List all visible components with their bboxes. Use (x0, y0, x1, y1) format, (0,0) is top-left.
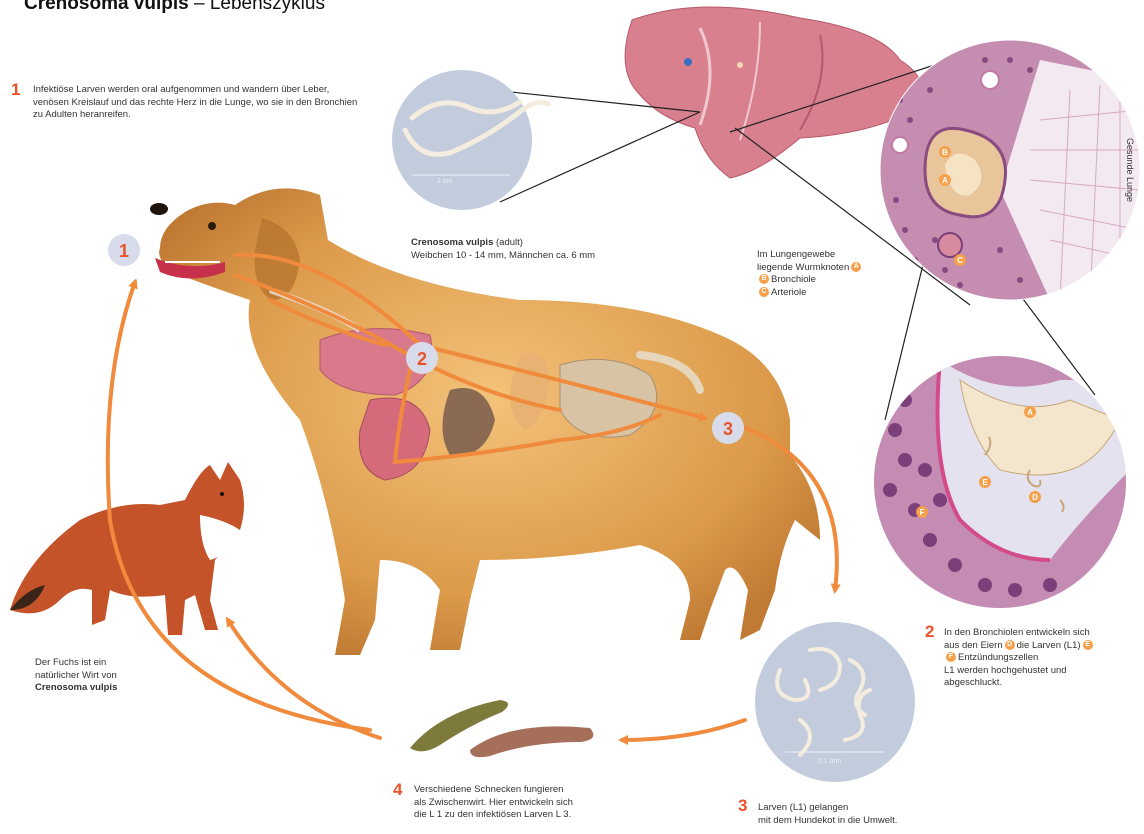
marker-3: 3 (712, 412, 744, 444)
adult-worm-caption: Crenosoma vulpis (adult) Weibchen 10 - 1… (411, 237, 681, 262)
snails (410, 700, 593, 757)
fox-illustration (10, 462, 244, 635)
bronchiole-circle: A E D F (874, 356, 1130, 608)
label-C-top: C (954, 254, 966, 266)
lung-illustration (625, 7, 921, 178)
step-1-text: Infektiöse Larven werden oral aufgenomme… (33, 84, 363, 122)
svg-text:A: A (1027, 408, 1033, 417)
adult-scale-label: 1 cm (437, 176, 452, 189)
fox-caption: Der Fuchs ist ein natürlicher Wirt von C… (35, 657, 175, 695)
svg-text:A: A (942, 176, 948, 185)
svg-text:F: F (920, 508, 925, 517)
step-3-number: 3 (738, 796, 747, 816)
svg-text:D: D (1032, 493, 1038, 502)
step-2-number: 2 (925, 622, 934, 642)
svg-text:2: 2 (417, 349, 427, 369)
step-4-text: Verschiedene Schnecken fungieren als Zwi… (414, 784, 664, 822)
larvae-scale-label: 0,1 mm (818, 756, 841, 769)
page-title: Crenosoma vulpis – Lebenszyklus (24, 0, 325, 15)
lung-legend: Im Lungengewebe liegende WurmknotenA BBr… (757, 249, 897, 299)
svg-text:1: 1 (119, 241, 129, 261)
lung-tissue-circle: A B C (880, 40, 1140, 300)
label-B-top: B (939, 146, 951, 158)
svg-text:C: C (957, 256, 963, 265)
label-E-bottom: E (979, 476, 991, 488)
step-3-text: Larven (L1) gelangen mit dem Hundekot in… (758, 802, 1018, 827)
svg-text:B: B (942, 148, 948, 157)
label-D-bottom: D (1029, 491, 1041, 503)
label-A-bottom: A (1024, 406, 1036, 418)
svg-text:3: 3 (723, 419, 733, 439)
svg-text:E: E (982, 478, 988, 487)
marker-2: 2 (406, 342, 438, 374)
marker-1: 1 (108, 234, 140, 266)
healthy-lung-label: Gesunde Lunge (1125, 138, 1135, 202)
label-A-top: A (939, 174, 951, 186)
label-F-bottom: F (916, 506, 928, 518)
step-4-number: 4 (393, 780, 402, 800)
step-1-number: 1 (11, 80, 20, 100)
adult-worm-circle (392, 70, 548, 210)
step-2-text: In den Bronchiolen entwickeln sich aus d… (944, 627, 1144, 690)
